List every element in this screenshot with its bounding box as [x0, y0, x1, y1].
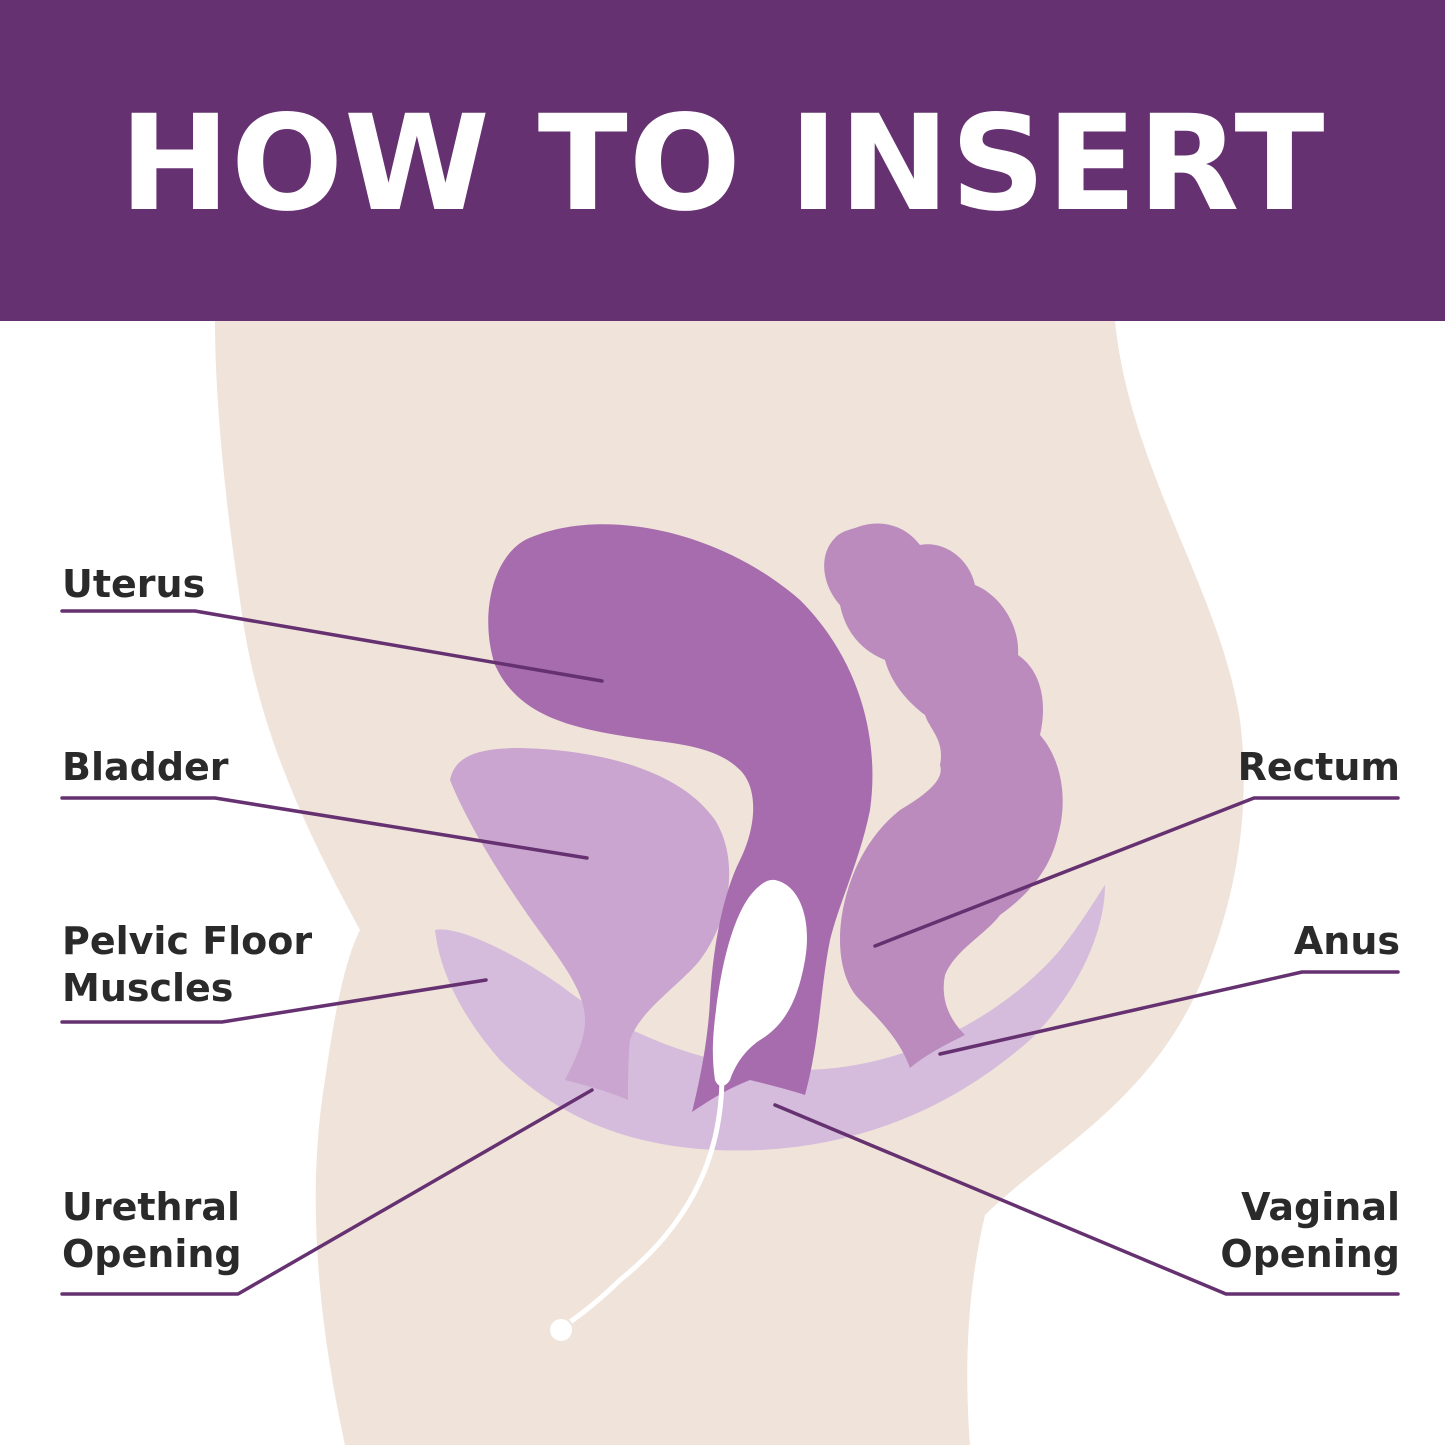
anus-leader-line	[938, 970, 1400, 1056]
urethral-opening-leader-line	[60, 1088, 594, 1296]
rectum-leader-line	[873, 796, 1400, 948]
label-uterus: Uterus	[62, 562, 206, 606]
label-bladder: Bladder	[62, 745, 229, 789]
bladder-shape	[450, 748, 730, 1100]
vaginal-opening-leader-line	[773, 1103, 1400, 1296]
pelvic-floor-leader-line	[60, 978, 488, 1024]
body-silhouette	[215, 321, 1244, 1445]
device-body	[712, 879, 807, 1086]
anatomy-diagram	[60, 321, 1400, 1445]
label-vaginal-opening: Vaginal Opening	[1220, 1185, 1400, 1276]
header-banner: HOW TO INSERT	[0, 0, 1445, 321]
bladder-leader-line	[60, 796, 589, 860]
label-rectum: Rectum	[1237, 745, 1400, 789]
label-anus: Anus	[1293, 919, 1400, 963]
device-pull-ring	[548, 1317, 574, 1343]
label-pelvic-floor-muscles: Pelvic Floor Muscles	[62, 919, 313, 1010]
label-urethral-opening: Urethral Opening	[62, 1185, 242, 1276]
rectum-shape	[824, 523, 1063, 1068]
uterus-leader-line	[60, 609, 604, 683]
device-string	[559, 1072, 725, 1331]
page-title: HOW TO INSERT	[119, 86, 1326, 241]
